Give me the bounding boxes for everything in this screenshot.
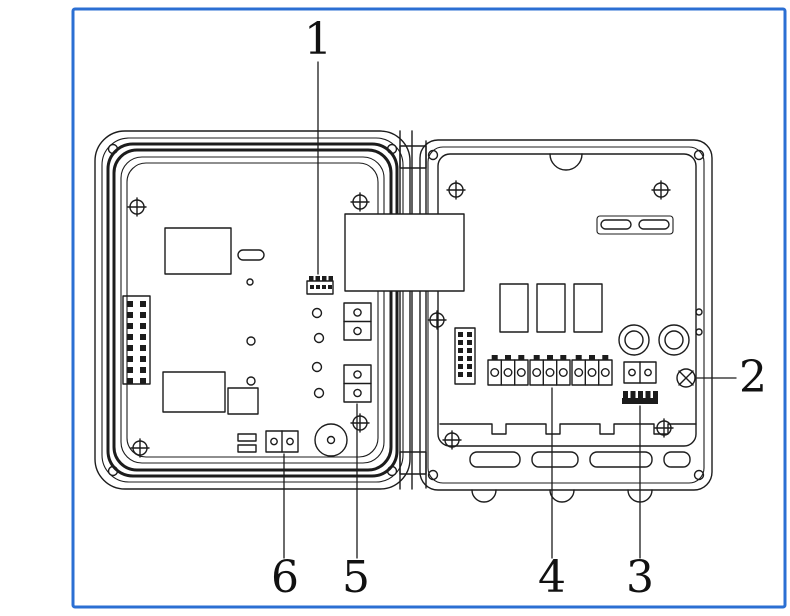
pcb-screw (127, 197, 147, 217)
right-panel-components (427, 180, 696, 450)
display-window (344, 213, 465, 292)
callout-1-label: 1 (304, 14, 332, 65)
cable-gland-bumps (471, 489, 653, 503)
side-hole (695, 308, 703, 316)
pcb-hole (246, 336, 256, 346)
callout-5-label: 5 (342, 552, 370, 603)
component-block (227, 387, 259, 415)
jumper-pad (237, 444, 257, 453)
callout-2-label: 2 (739, 352, 767, 403)
terminal-strip-4 (487, 354, 613, 386)
callout-3-label: 3 (626, 552, 654, 603)
door-gasket (106, 142, 399, 478)
vent-slots (596, 215, 674, 235)
cable-gland (658, 324, 690, 356)
hinge-knuckle (399, 145, 427, 169)
door-corner-hole (386, 143, 398, 155)
component-slot (237, 249, 265, 261)
page-border (71, 7, 787, 609)
led-column (311, 307, 325, 399)
connector-6 (265, 430, 299, 453)
component-block (162, 371, 226, 413)
cable-tray-profile (439, 423, 697, 435)
ribbon-header (122, 295, 151, 385)
case-corner-hole (427, 469, 439, 481)
connector-3 (623, 361, 657, 384)
screw-2 (676, 368, 696, 388)
jumper-pad (237, 433, 257, 442)
pcb-screw (350, 192, 370, 212)
panel-screw (427, 310, 447, 330)
door-corner-hole (386, 465, 398, 477)
cable-slot (663, 451, 691, 468)
cable-gland (618, 324, 650, 356)
pcb-hole (246, 376, 256, 386)
case-corner-hole (693, 469, 705, 481)
panel-pin-header (454, 327, 476, 385)
side-hole (695, 328, 703, 336)
callout-4-label: 4 (538, 552, 566, 603)
case-corner-hole (427, 149, 439, 161)
cable-slot (531, 451, 579, 468)
door-corner-hole (107, 465, 119, 477)
case-corner-hole (693, 149, 705, 161)
hinge (399, 130, 427, 490)
right-case (419, 139, 713, 503)
panel-screw (651, 180, 671, 200)
pcb-screw (130, 438, 150, 458)
pin-header-3 (622, 391, 658, 404)
door-corner-hole (107, 143, 119, 155)
buzzer (314, 423, 348, 457)
cable-slot (589, 451, 653, 468)
pcb-hole (246, 278, 254, 286)
connector-5-blocks (343, 302, 372, 403)
callout-6-label: 6 (271, 552, 299, 603)
relay-cutouts (499, 283, 603, 333)
left-pcb (122, 192, 372, 458)
panel-screw (446, 180, 466, 200)
callouts: 1 2 3 4 5 6 (271, 14, 767, 603)
connector-1 (306, 276, 334, 295)
cable-slot (469, 451, 521, 468)
left-door (94, 130, 411, 490)
pcb-screw (350, 413, 370, 433)
hanger-notch (549, 153, 583, 171)
terminal-panel (437, 153, 697, 447)
ic-chip (164, 227, 232, 275)
hinge-knuckle (399, 451, 427, 475)
